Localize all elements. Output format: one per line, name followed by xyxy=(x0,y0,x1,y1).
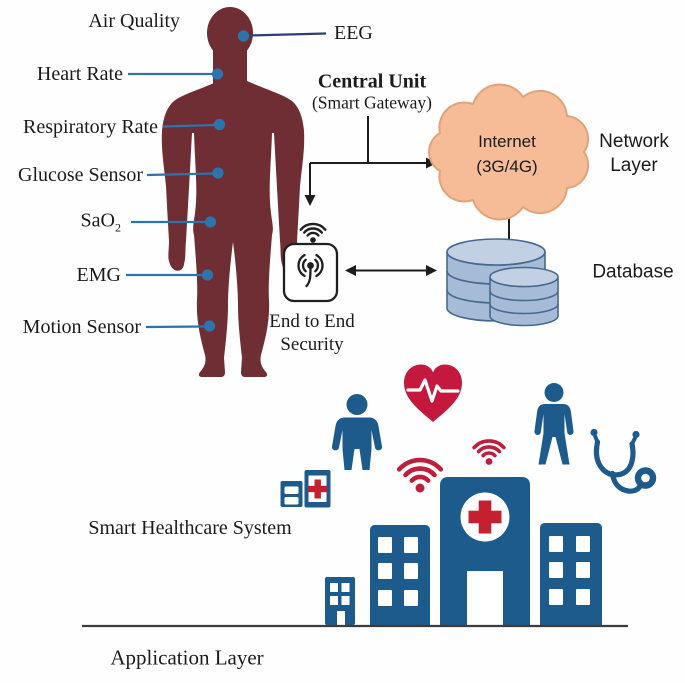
central-unit-subtitle: (Smart Gateway) xyxy=(311,92,433,113)
ecg-pulse-line xyxy=(406,378,460,403)
arrowhead-to-security-box xyxy=(345,265,356,276)
person-icon-right xyxy=(534,383,574,465)
wifi-icon-red-small xyxy=(472,439,506,465)
sensor-connectors xyxy=(126,72,217,329)
building-icon-left xyxy=(370,525,430,625)
person-icon-left xyxy=(331,394,383,470)
sensor-dot-eeg xyxy=(237,30,250,42)
network-layer-line1: Network xyxy=(599,131,669,152)
label-sao2-base: SaO xyxy=(80,209,115,232)
label-emg: EMG xyxy=(76,264,121,286)
building-icon-small xyxy=(325,577,355,625)
label-sao2: SaO2 xyxy=(81,211,121,234)
hospital-building-icon xyxy=(440,477,530,625)
sensor-dot-heart-rate xyxy=(211,68,224,80)
label-end-to-end-security: End to End Security xyxy=(269,310,355,356)
internet-line1: Internet xyxy=(478,132,536,151)
sensor-dots xyxy=(201,30,250,332)
stethoscope-icon xyxy=(590,428,657,494)
label-internet-cloud: Internet (3G/4G) xyxy=(476,129,537,179)
sensor-dot-motion xyxy=(203,320,216,332)
human-body-silhouette xyxy=(161,7,305,377)
sensor-dot-respiratory-rate xyxy=(213,118,226,131)
label-motion-sensor: Motion Sensor xyxy=(22,316,141,338)
building-icon-right xyxy=(540,523,602,625)
connector-motion-sensor xyxy=(145,325,207,329)
wifi-icon xyxy=(299,222,327,237)
connector-glucose-sensor xyxy=(146,172,216,177)
internet-cloud-icon xyxy=(428,83,590,221)
label-smart-healthcare-system: Smart Healthcare System xyxy=(88,517,292,539)
label-sao2-subscript: 2 xyxy=(115,220,121,235)
first-aid-kit-icon xyxy=(280,470,331,508)
label-respiratory-rate: Respiratory Rate xyxy=(23,116,158,138)
label-central-unit: Central Unit (Smart Gateway) xyxy=(312,71,432,114)
wifi-icon-red-large xyxy=(396,457,444,493)
central-unit-title: Central Unit xyxy=(317,70,427,93)
sensor-dot-sao2 xyxy=(204,216,217,228)
arrowhead-to-database xyxy=(426,265,437,276)
network-layer-line2: Layer xyxy=(610,155,658,176)
security-box-icon xyxy=(282,222,339,303)
label-glucose-sensor: Glucose Sensor xyxy=(18,164,143,186)
sensor-dot-glucose xyxy=(212,167,224,179)
connector-eeg xyxy=(247,32,327,37)
database-cylinders-icon xyxy=(446,238,559,327)
label-heart-rate: Heart Rate xyxy=(36,63,123,85)
label-network-layer: Network Layer xyxy=(599,130,669,178)
heart-pulse-icon xyxy=(404,364,462,422)
label-application-layer: Application Layer xyxy=(110,645,264,670)
hospital-door xyxy=(467,571,503,625)
label-database: Database xyxy=(592,261,674,283)
broadcast-dot xyxy=(307,262,314,269)
internet-line2: (3G/4G) xyxy=(476,157,538,176)
connector-respiratory-rate xyxy=(162,123,217,128)
label-eeg: EEG xyxy=(334,22,373,44)
security-line2: Security xyxy=(280,334,344,355)
wifi-dot xyxy=(310,237,316,243)
label-air-quality: Air Quality xyxy=(88,10,180,32)
sensor-dot-emg xyxy=(201,269,214,281)
security-line1: End to End xyxy=(269,311,355,332)
arrowhead-to-security xyxy=(304,195,316,206)
